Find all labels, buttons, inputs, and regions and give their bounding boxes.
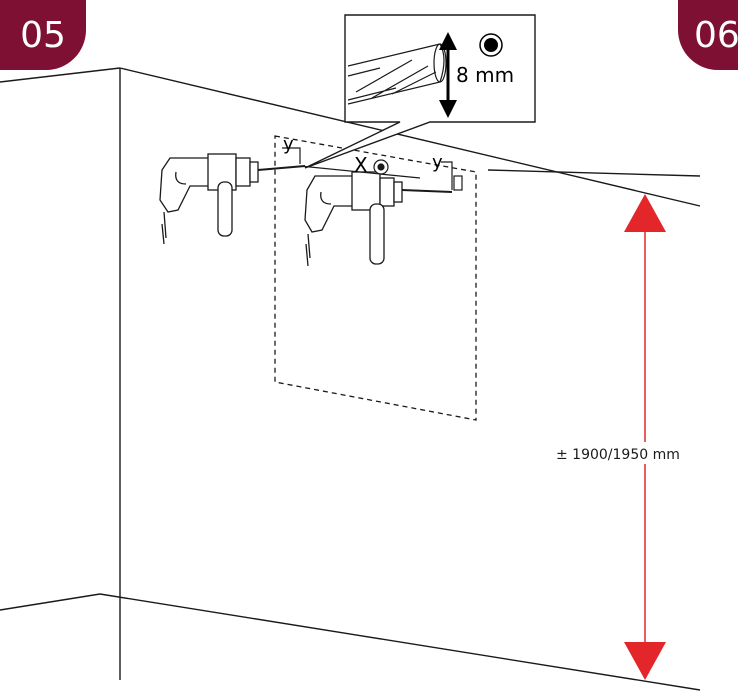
height-dimension: ± 1900/1950 mm bbox=[556, 194, 680, 680]
x-label: X bbox=[354, 153, 368, 177]
installation-diagram: 8 mm y X y ± 1900/1 bbox=[0, 14, 701, 691]
floor-right-line bbox=[99, 593, 701, 691]
hole-inner-icon bbox=[484, 38, 498, 52]
drill-left-icon bbox=[159, 153, 306, 245]
floor-left-line bbox=[0, 593, 101, 611]
hole-diameter-label: 8 mm bbox=[456, 63, 514, 87]
ceiling-right-line bbox=[119, 67, 701, 207]
ceiling-left-line bbox=[0, 67, 121, 83]
y-left-marker bbox=[282, 147, 301, 164]
y-right-marker bbox=[441, 161, 453, 190]
diameter-arrow-down bbox=[439, 100, 457, 118]
next-step-badge: 06 bbox=[678, 0, 740, 70]
mounting-outline bbox=[274, 135, 477, 421]
y-left-label: y bbox=[283, 134, 294, 155]
drill-right-icon bbox=[304, 171, 453, 267]
room-outline bbox=[0, 67, 701, 691]
ceiling-corner-line bbox=[487, 169, 701, 177]
height-arrow-up bbox=[624, 194, 666, 232]
drill-bit-closeup bbox=[347, 43, 447, 105]
hole-markers bbox=[282, 147, 463, 191]
next-step-number: 06 bbox=[694, 14, 740, 56]
y-right-label: y bbox=[432, 152, 443, 173]
step-number-badge: 05 bbox=[0, 0, 86, 70]
guide-line bbox=[299, 165, 421, 179]
diameter-arrow-up bbox=[439, 32, 457, 50]
bracket-icon bbox=[453, 175, 463, 191]
height-label: ± 1900/1950 mm bbox=[556, 447, 680, 463]
drill-detail-callout: 8 mm bbox=[304, 14, 536, 169]
mount-hole-inner-icon bbox=[377, 163, 385, 171]
step-number: 05 bbox=[20, 14, 66, 56]
callout-box bbox=[304, 14, 536, 169]
height-arrow-down bbox=[624, 642, 666, 680]
